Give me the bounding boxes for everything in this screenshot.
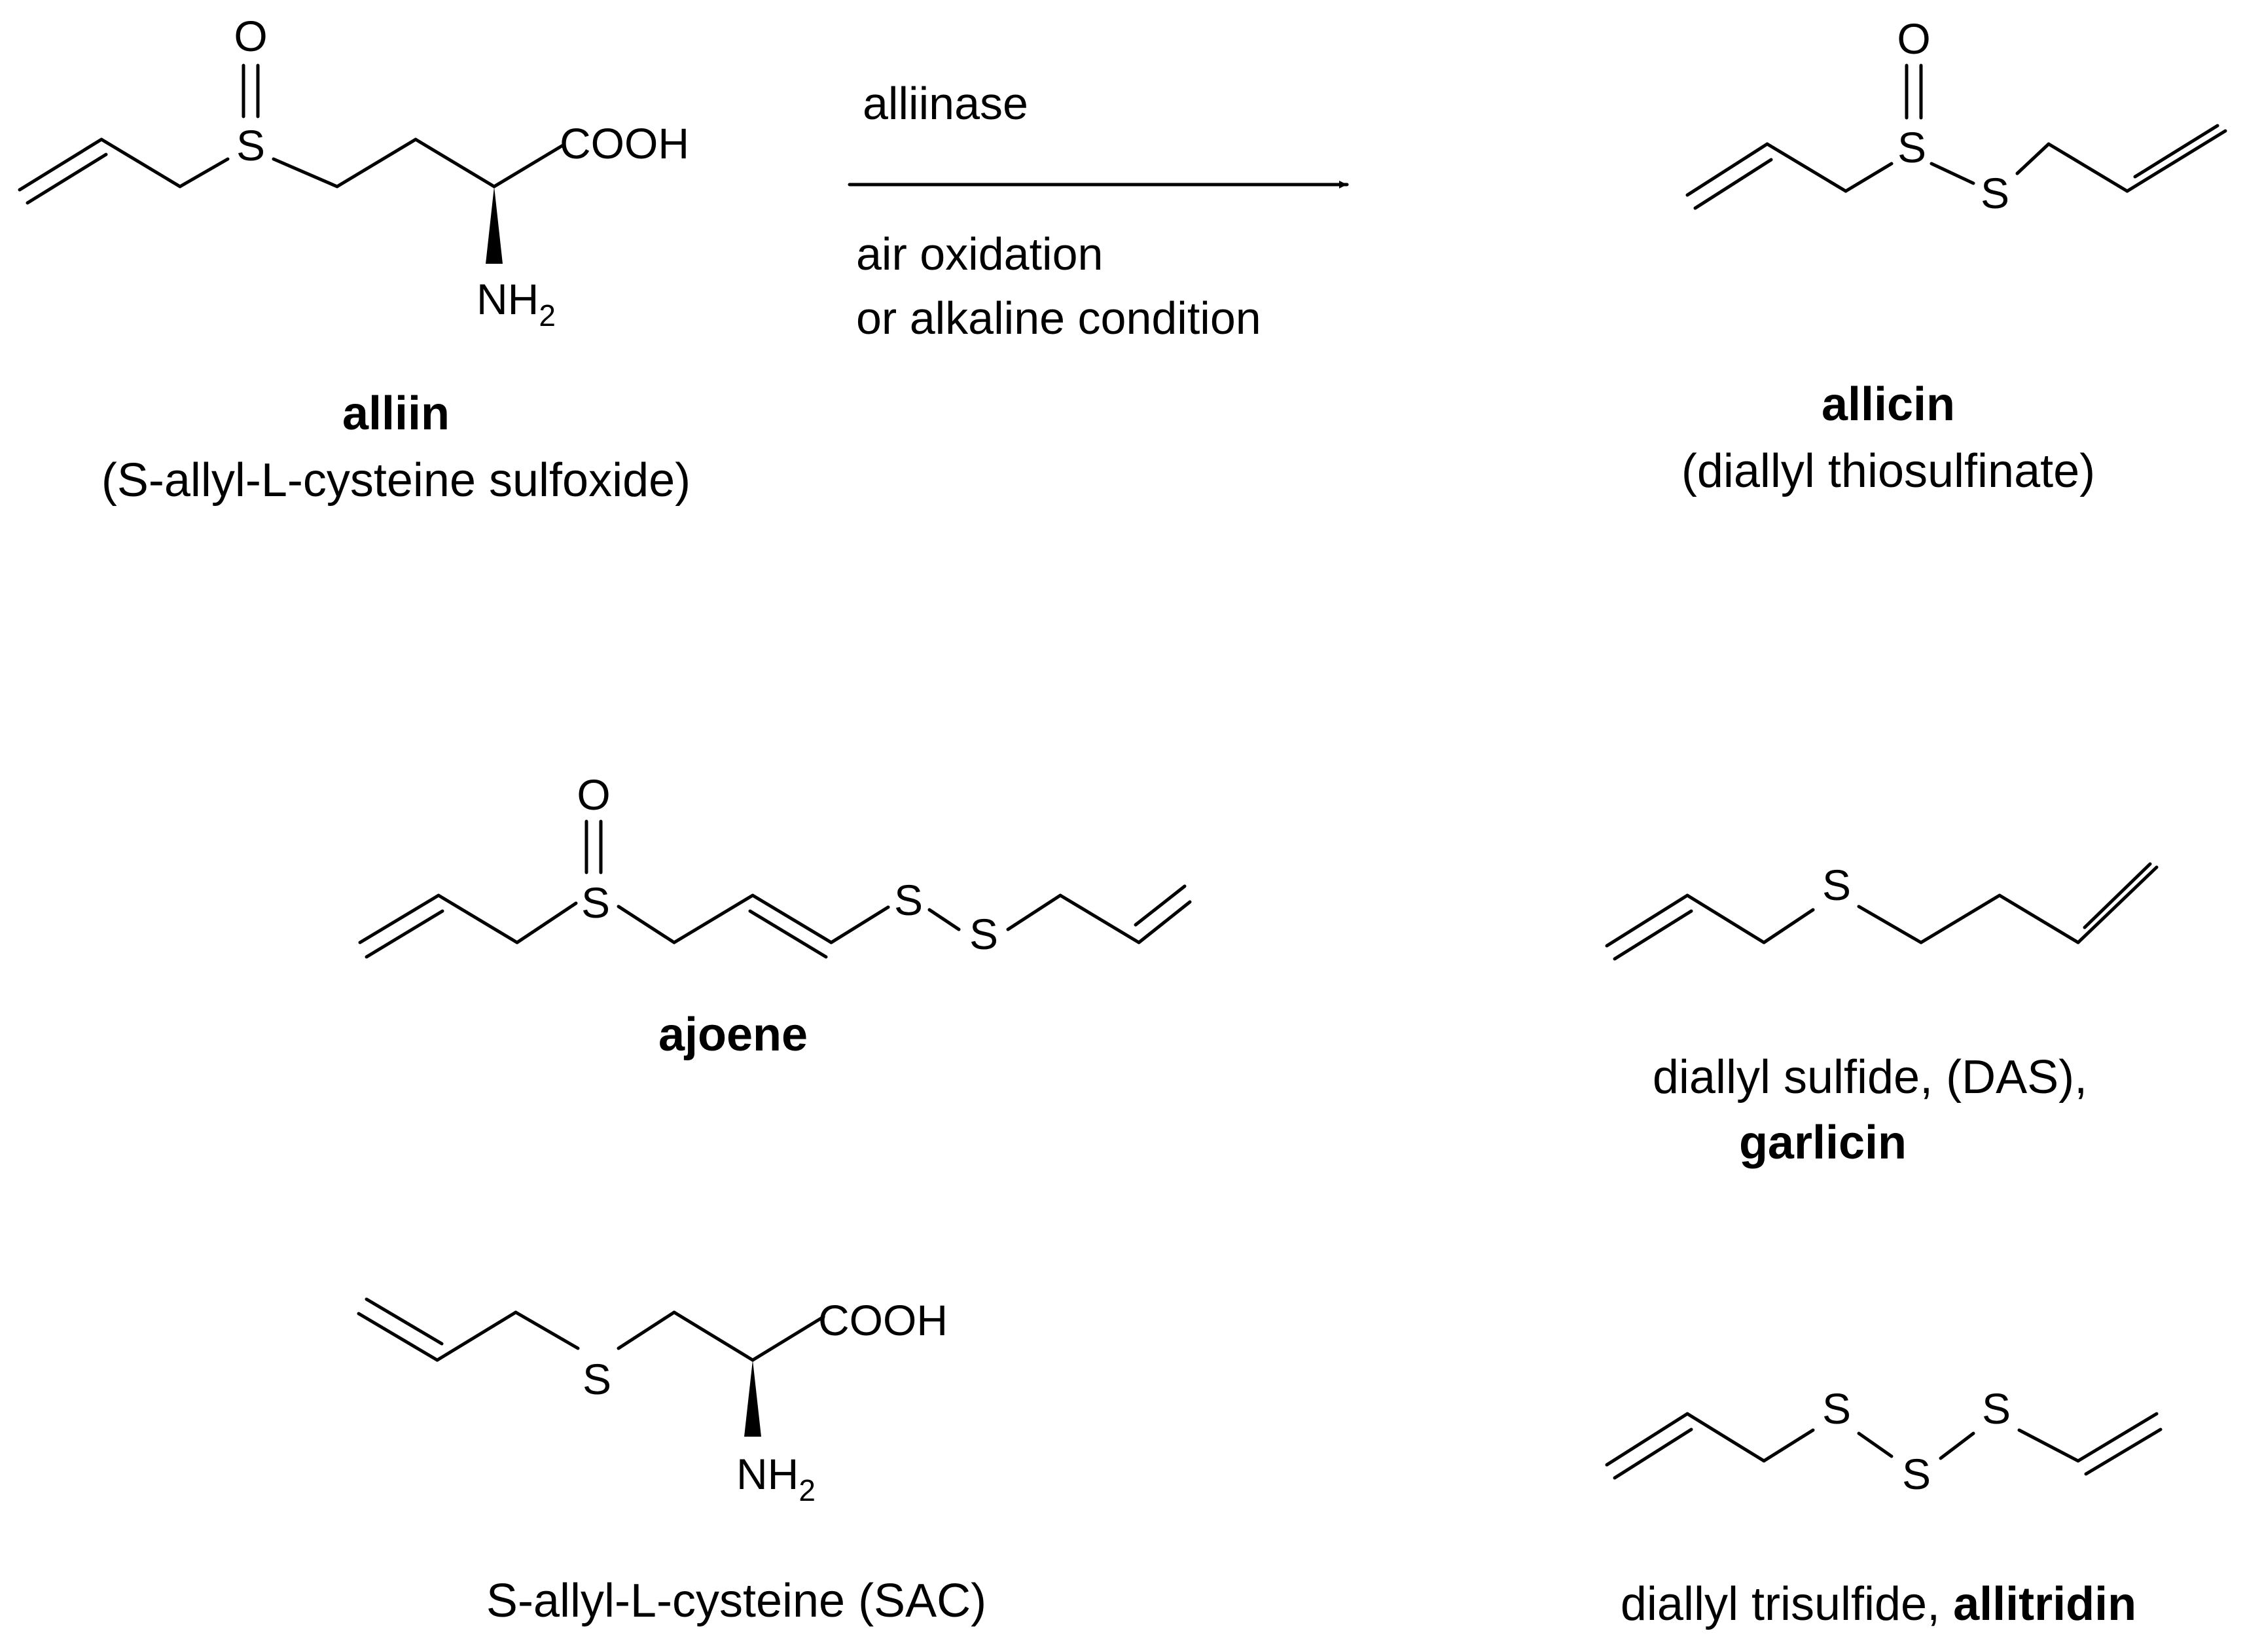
alliin-subtitle: (S-allyl-L-cysteine sulfoxide) — [101, 454, 691, 507]
allicin-sulfur-2-label: S — [1981, 169, 2009, 217]
alliin-name: alliin — [342, 387, 450, 440]
ajoene-sulfur-1-label: S — [581, 878, 610, 927]
diallyl-sulfide-structure: S — [1605, 861, 2159, 961]
das-sulfur-label: S — [1822, 861, 1851, 909]
ajoene-structure: O S S S — [358, 770, 1192, 959]
das-alt-name: garlicin — [1739, 1117, 1907, 1169]
ajoene-oxygen-label: O — [577, 770, 610, 819]
dats-sulfur-2-label: S — [1902, 1450, 1931, 1498]
sac-carboxyl-label: COOH — [818, 1296, 948, 1344]
dats-name: diallyl trisulfide, allitridin — [1621, 1578, 2136, 1630]
alliin-structure: O S COOH NH2 — [18, 12, 689, 332]
allicin-sulfur-1-label: S — [1897, 123, 1926, 171]
alliin-sulfur-label: S — [236, 121, 265, 170]
allicin-name: allicin — [1822, 378, 1955, 431]
dats-sulfur-3-label: S — [1982, 1384, 2011, 1433]
dats-name-prefix: diallyl trisulfide, — [1621, 1578, 1953, 1630]
sac-name: S-allyl-L-cysteine (SAC) — [486, 1575, 986, 1627]
alliin-amine-label: NH2 — [476, 275, 556, 332]
ajoene-sulfur-3-label: S — [969, 910, 998, 958]
alliin-carboxyl-label: COOH — [560, 119, 689, 168]
sac-amine-label: NH2 — [736, 1450, 816, 1507]
ajoene-sulfur-2-label: S — [894, 876, 923, 924]
allicin-structure: O S S — [1685, 14, 2227, 217]
allicin-subtitle: (diallyl thiosulfinate) — [1681, 445, 2095, 497]
dats-alt-name: allitridin — [1953, 1578, 2136, 1630]
ajoene-name: ajoene — [658, 1009, 808, 1061]
sac-sulfur-label: S — [583, 1355, 611, 1403]
reaction-condition-alkaline: or alkaline condition — [856, 293, 1261, 344]
diallyl-trisulfide-structure: S S S — [1605, 1384, 2163, 1498]
das-name: diallyl sulfide, (DAS), — [1653, 1051, 2087, 1104]
dats-sulfur-1-label: S — [1822, 1384, 1851, 1433]
sac-structure: S COOH NH2 — [357, 1296, 948, 1507]
reaction-condition-enzyme: alliinase — [863, 78, 1028, 129]
reaction-condition-oxidation: air oxidation — [856, 228, 1103, 279]
alliin-oxygen-label: O — [234, 12, 267, 60]
allicin-oxygen-label: O — [1897, 14, 1930, 63]
